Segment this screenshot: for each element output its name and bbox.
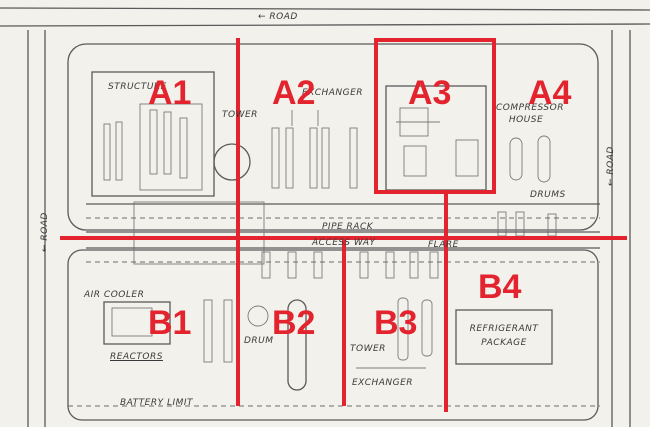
- drum-label-b2: DRUM: [244, 336, 274, 346]
- lower-plot-boundary: [67, 249, 599, 421]
- zone-label-a4: A4: [528, 74, 572, 112]
- tower-label-b3: TOWER: [350, 344, 386, 354]
- access-way-label: ACCESS WAY: [312, 238, 376, 248]
- grid-box-a3: [374, 38, 496, 194]
- tower-area-b3: [356, 297, 433, 369]
- upper-plot-boundary: [67, 43, 599, 231]
- tower-exchanger-area: [213, 110, 358, 189]
- road-label-left: ← ROAD: [40, 212, 50, 252]
- battery-limit-label: BATTERY LIMIT: [120, 398, 194, 408]
- refrigerant-package-box: [455, 309, 553, 365]
- reactors-area: [103, 299, 233, 363]
- drums-area: [497, 135, 557, 237]
- flare-label: FLARE: [428, 240, 459, 250]
- compressor-house-label: COMPRESSOR HOUSE: [496, 103, 564, 125]
- exchanger-label-b3: EXCHANGER: [352, 378, 414, 388]
- exchanger-label-top: EXCHANGER: [302, 88, 364, 98]
- drums-label: DRUMS: [530, 190, 566, 200]
- pipe-rack: [86, 201, 600, 265]
- drum-area: [247, 299, 307, 391]
- road-label-top: ← ROAD: [258, 12, 298, 22]
- zone-label-a2: A2: [272, 74, 316, 112]
- zone-label-b2: B2: [272, 304, 316, 342]
- pipe-rack-label: PIPE RACK: [322, 222, 374, 232]
- zone-label-a3: A3: [408, 74, 452, 112]
- roads: [0, 7, 650, 427]
- zone-label-b3: B3: [374, 304, 418, 342]
- zone-label-b1: B1: [148, 304, 192, 342]
- structure-area: [91, 71, 215, 197]
- road-label-right: ← ROAD: [606, 146, 616, 186]
- zone-label-a1: A1: [148, 74, 192, 112]
- air-cooler-label: AIR COOLER: [84, 290, 145, 300]
- zone-label-b4: B4: [478, 268, 522, 306]
- reactors-label: REACTORS: [110, 352, 163, 362]
- area-grid: [60, 38, 627, 412]
- refrigerant-package-label: REFRIGERANT PACKAGE: [469, 324, 539, 348]
- tower-label-top: TOWER: [222, 110, 258, 120]
- structure-label: STRUCTURE: [108, 82, 167, 92]
